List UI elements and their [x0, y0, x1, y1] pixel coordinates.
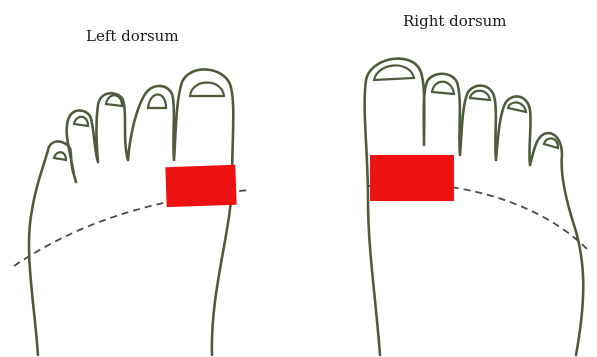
right-highlight-region: [370, 155, 454, 201]
right-foot-outline: [365, 59, 584, 355]
left-toe4-nail: [74, 117, 88, 126]
right-toe2-nail: [432, 82, 454, 94]
left-big-toe-nail: [190, 83, 224, 97]
right-toe4-nail: [508, 102, 526, 112]
left-dorsum-label: Left dorsum: [86, 27, 179, 45]
right-toe5-nail: [544, 138, 558, 148]
right-big-toe-nail: [374, 65, 414, 80]
right-toe3-nail: [470, 91, 490, 100]
left-toe2-nail: [148, 95, 166, 109]
left-toe3-nail: [106, 95, 122, 106]
left-highlight-region: [165, 165, 236, 207]
right-foot: [365, 59, 590, 355]
right-dorsum-label: Right dorsum: [403, 12, 507, 30]
left-foot: [14, 69, 250, 355]
left-toe5-nail: [54, 152, 66, 160]
left-foot-outline: [29, 69, 233, 355]
